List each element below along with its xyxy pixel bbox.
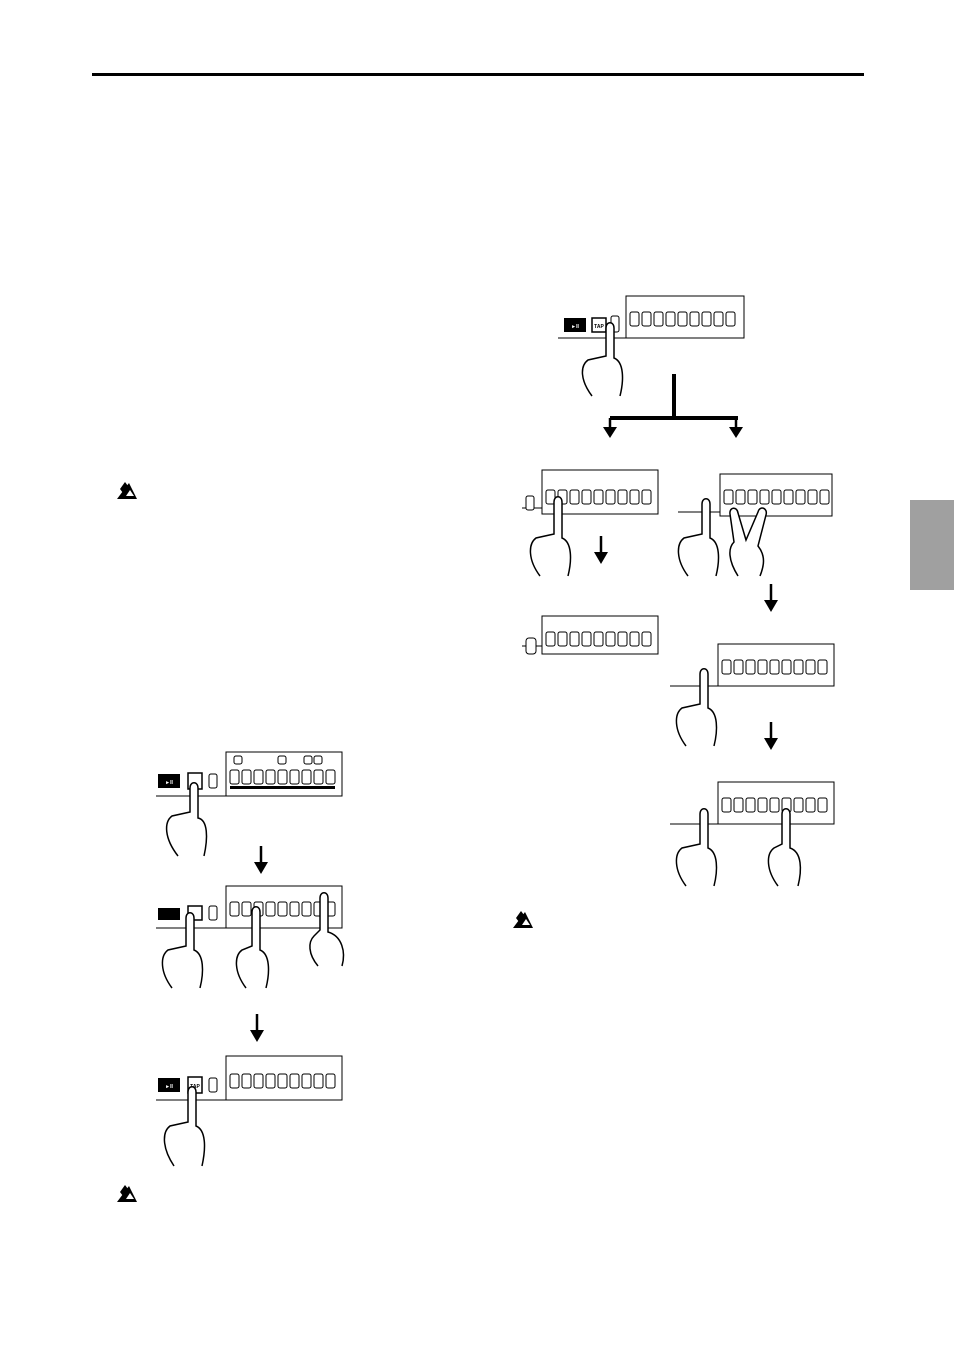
panel-figure-right-step3	[666, 776, 838, 890]
warning-icon	[512, 909, 534, 929]
panel-figure-right-step2	[666, 640, 838, 750]
panel-figure-1: ►II	[150, 748, 350, 858]
section-tab	[910, 500, 954, 590]
play-pause-label: ►II	[571, 324, 579, 330]
down-arrow-icon	[254, 846, 268, 874]
play-pause-label: ►II	[165, 1084, 173, 1090]
down-arrow-icon	[764, 584, 778, 612]
panel-figure-left-result	[522, 612, 662, 662]
play-pause-label: ►II	[165, 780, 173, 786]
branch-arrows	[600, 372, 750, 440]
tap-label: TAP	[594, 324, 604, 330]
panel-figure-3: ►II TAP	[150, 1052, 350, 1168]
warning-icon	[116, 1183, 138, 1203]
down-arrow-icon	[764, 722, 778, 750]
panel-figure-left-branch	[522, 468, 662, 580]
down-arrow-icon	[250, 1014, 264, 1042]
panel-figure-2	[150, 880, 355, 990]
warning-icon	[116, 480, 138, 500]
panel-figure-right-branch	[674, 468, 836, 580]
down-arrow-icon	[594, 536, 608, 564]
top-rule	[92, 73, 864, 76]
